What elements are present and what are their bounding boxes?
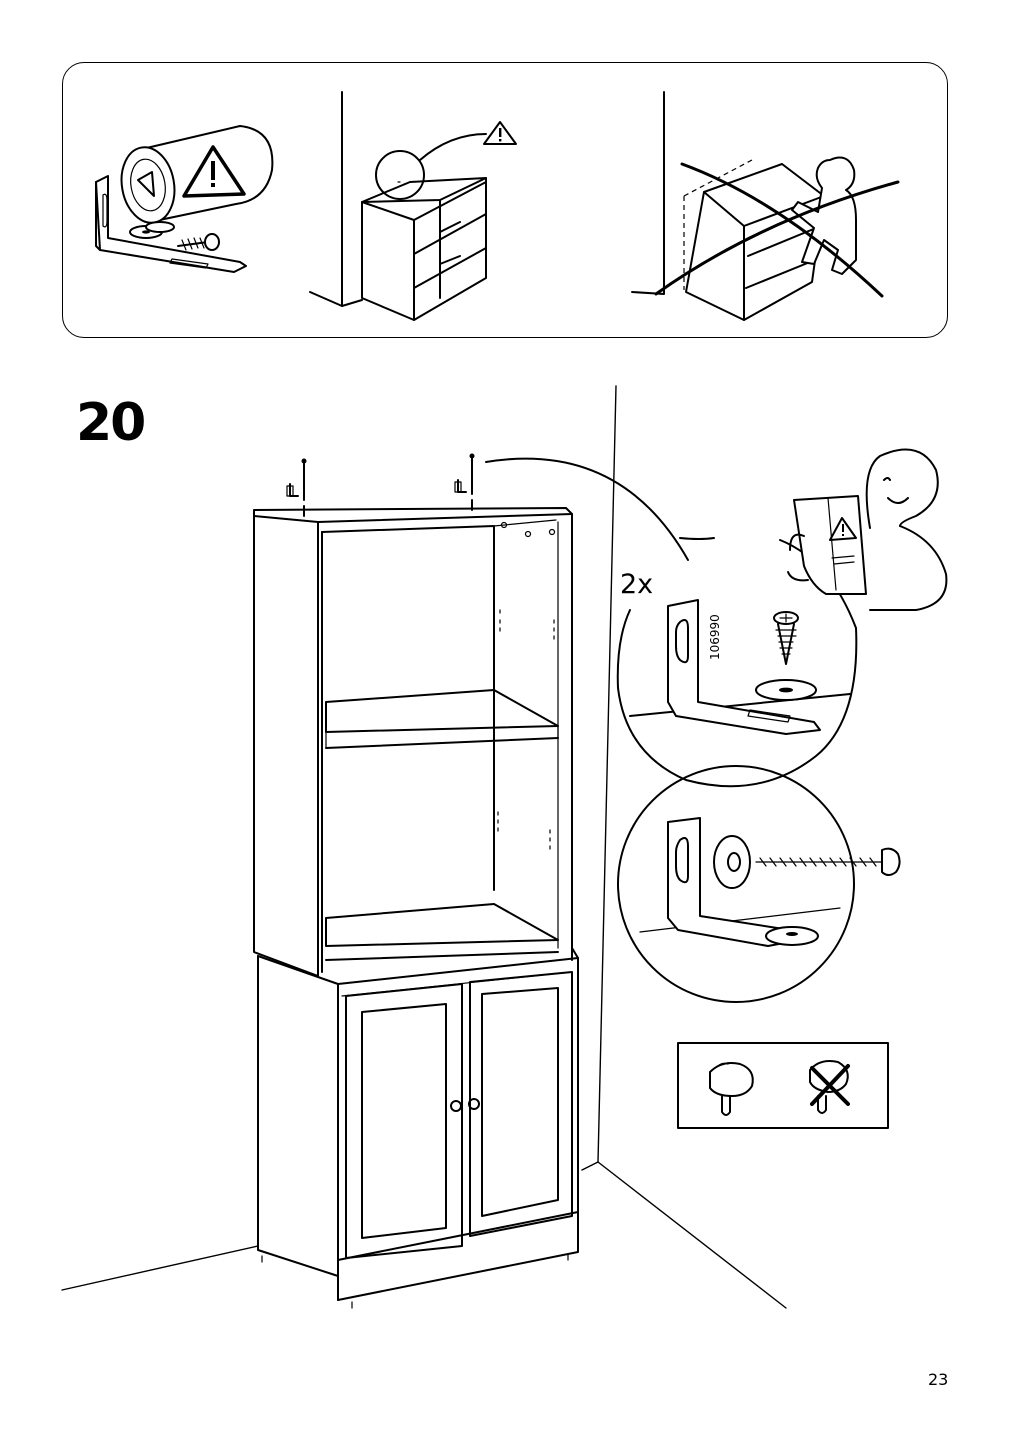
panel-wall-line-2 (631, 91, 665, 295)
screw-head-comparison (677, 1042, 889, 1129)
tipping-shelf-crossed-illustration (654, 156, 900, 321)
warning-triangle-icon (182, 145, 246, 198)
top-brackets (286, 453, 689, 561)
quantity-label: 2x (620, 569, 654, 600)
cross-out-icon (810, 1064, 850, 1106)
warning-triangle-icon-book (829, 517, 857, 541)
page-number: 23 (928, 1370, 949, 1389)
cabinet-illustration (253, 507, 579, 1309)
panel-wall-line-1 (309, 91, 343, 307)
detail-circle-bracket-and-screw (616, 537, 858, 788)
shelf-against-wall-illustration (341, 121, 517, 321)
reading-man-illustration (787, 448, 948, 611)
part-number: 106990 (708, 614, 722, 660)
safety-warning-panel (62, 62, 948, 338)
room-lines (61, 385, 787, 1309)
step-number: 20 (76, 393, 146, 453)
warning-triangle-icon-small (483, 121, 517, 145)
warning-hardware-illustration (95, 125, 274, 273)
detail-circle-wall-fixing (617, 765, 901, 1003)
